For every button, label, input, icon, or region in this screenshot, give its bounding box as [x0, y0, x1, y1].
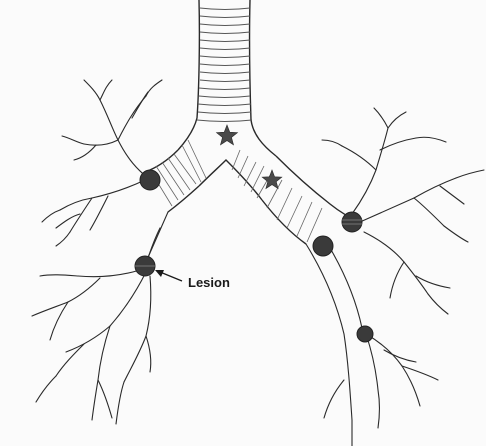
lesion-markers	[135, 170, 373, 342]
left-branches	[32, 80, 168, 424]
filled-circle-icon	[140, 170, 160, 190]
lesion-annotation: Lesion	[155, 270, 230, 290]
filled-circle-icon	[342, 212, 362, 232]
arrow-line	[160, 272, 182, 281]
filled-circle-icon	[357, 326, 373, 342]
right-main-bronchus	[262, 156, 360, 244]
trachea-rings	[197, 8, 252, 122]
star-icon-group	[217, 125, 282, 189]
right-bronchus-rings	[232, 150, 322, 242]
carina	[199, 160, 262, 200]
lesion-label: Lesion	[188, 275, 230, 290]
right-branches	[306, 108, 484, 446]
filled-circle-icon	[313, 236, 333, 256]
star-icon	[217, 125, 238, 145]
